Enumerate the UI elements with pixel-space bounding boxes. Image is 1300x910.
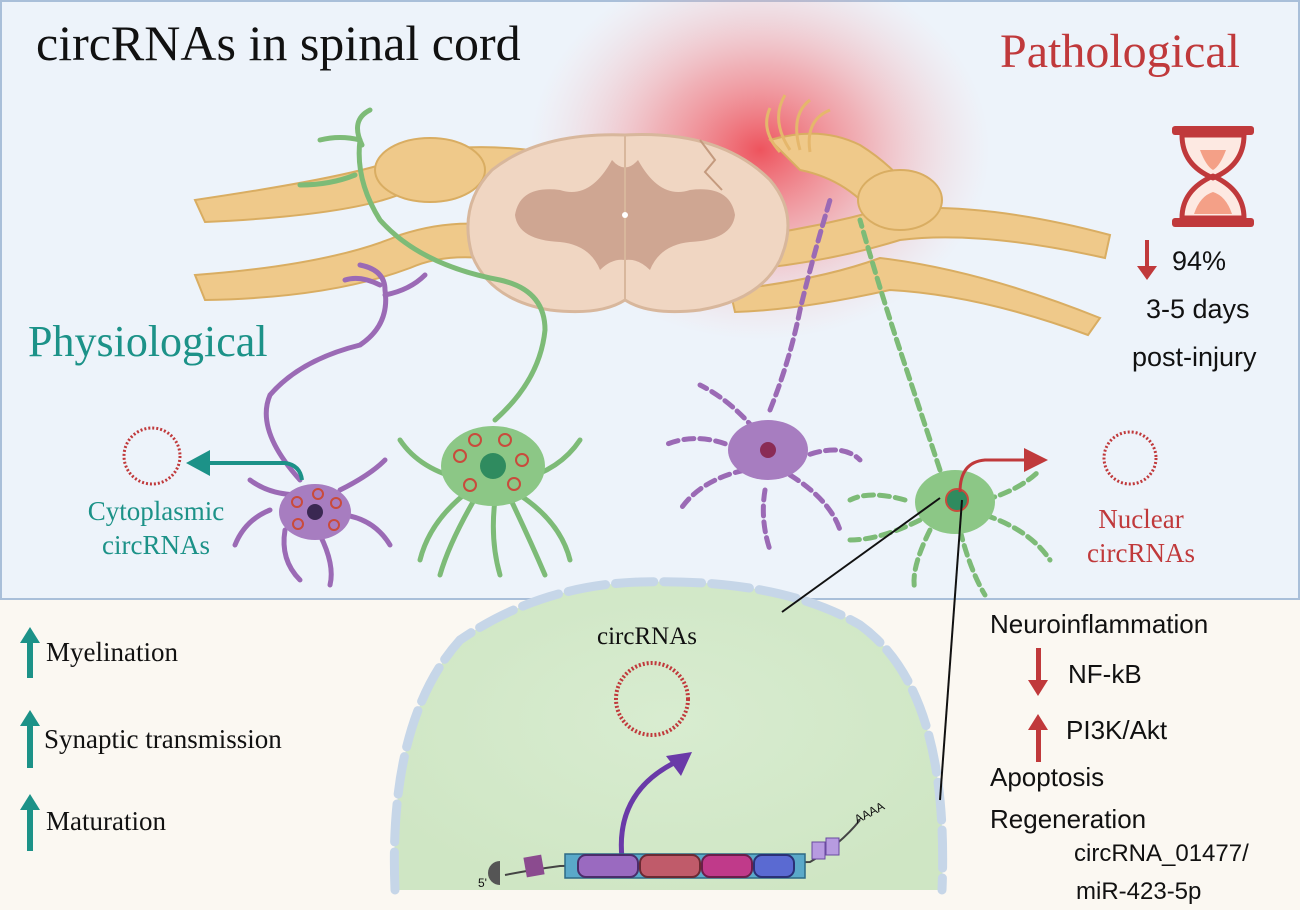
pathway-pi3k-akt: PI3K/Akt: [1066, 715, 1168, 745]
arrow-up-icon: [20, 627, 40, 851]
green-neuron-patho: [847, 217, 1053, 598]
axis-line2: miR-423-5p: [1076, 878, 1202, 905]
backsplicing-arrow: [618, 752, 692, 859]
physiological-label: Physiological: [28, 317, 268, 366]
pathway-arrows: [1028, 648, 1048, 762]
pathway-nfkb: NF-kB: [1068, 659, 1142, 689]
cytoplasmic-line1: Cytoplasmic: [87, 496, 225, 526]
effect-maturation: Maturation: [46, 806, 166, 836]
timepoint-label: post-injury: [1132, 342, 1257, 372]
nucleus-circrna-icon: [614, 661, 690, 737]
spinal-cord: [466, 133, 790, 314]
effect-myelination: Myelination: [46, 637, 178, 667]
green-neuron-physio-nucleus: [480, 453, 506, 479]
green-neuron-patho-nucleus: [945, 488, 969, 512]
arrow-down-icon: [1137, 240, 1157, 280]
cytoplasmic-export-arrow: [186, 450, 304, 481]
percent-decrease: 94%: [1172, 246, 1227, 276]
nucleus: [389, 577, 948, 895]
nuclear-export-arrow: [958, 448, 1048, 493]
apoptosis-label: Apoptosis: [990, 762, 1105, 792]
cytoplasmic-line2: circRNAs: [102, 530, 210, 560]
nuclear-label: Nuclear circRNAs: [1066, 502, 1216, 570]
purple-neuron-physio-nucleus: [307, 504, 323, 520]
five-prime-label: 5': [478, 876, 487, 890]
callout-line-left: [781, 497, 941, 613]
frayed-nerve-ends: [765, 94, 831, 154]
neuroinflammation-label: Neuroinflammation: [990, 609, 1209, 639]
nuclear-line2: circRNAs: [1087, 538, 1195, 568]
duration-label: 3-5 days: [1146, 294, 1250, 324]
figure-title: circRNAs in spinal cord: [36, 15, 521, 71]
nuclear-line1: Nuclear: [1098, 504, 1184, 534]
green-neuron-physio-circrnas: [453, 433, 529, 492]
nucleus-circrna-label: circRNAs: [597, 623, 697, 650]
pre-mrna: [488, 819, 861, 885]
cytoplasmic-label: Cytoplasmic circRNAs: [72, 494, 240, 562]
effect-synaptic-transmission: Synaptic transmission: [44, 724, 282, 754]
purple-neuron-physio-circrnas: [291, 488, 342, 531]
nuclear-circrna-icon: [1102, 430, 1158, 486]
axis-line1: circRNA_01477/: [1074, 840, 1249, 867]
purple-neuron-patho-nucleus: [760, 442, 776, 458]
pathological-label: Pathological: [1000, 25, 1240, 78]
hourglass-icon: [1172, 126, 1254, 227]
callout-line-right: [939, 499, 963, 801]
regeneration-label: Regeneration: [990, 804, 1147, 834]
cytoplasmic-circrna-icon: [122, 426, 182, 486]
